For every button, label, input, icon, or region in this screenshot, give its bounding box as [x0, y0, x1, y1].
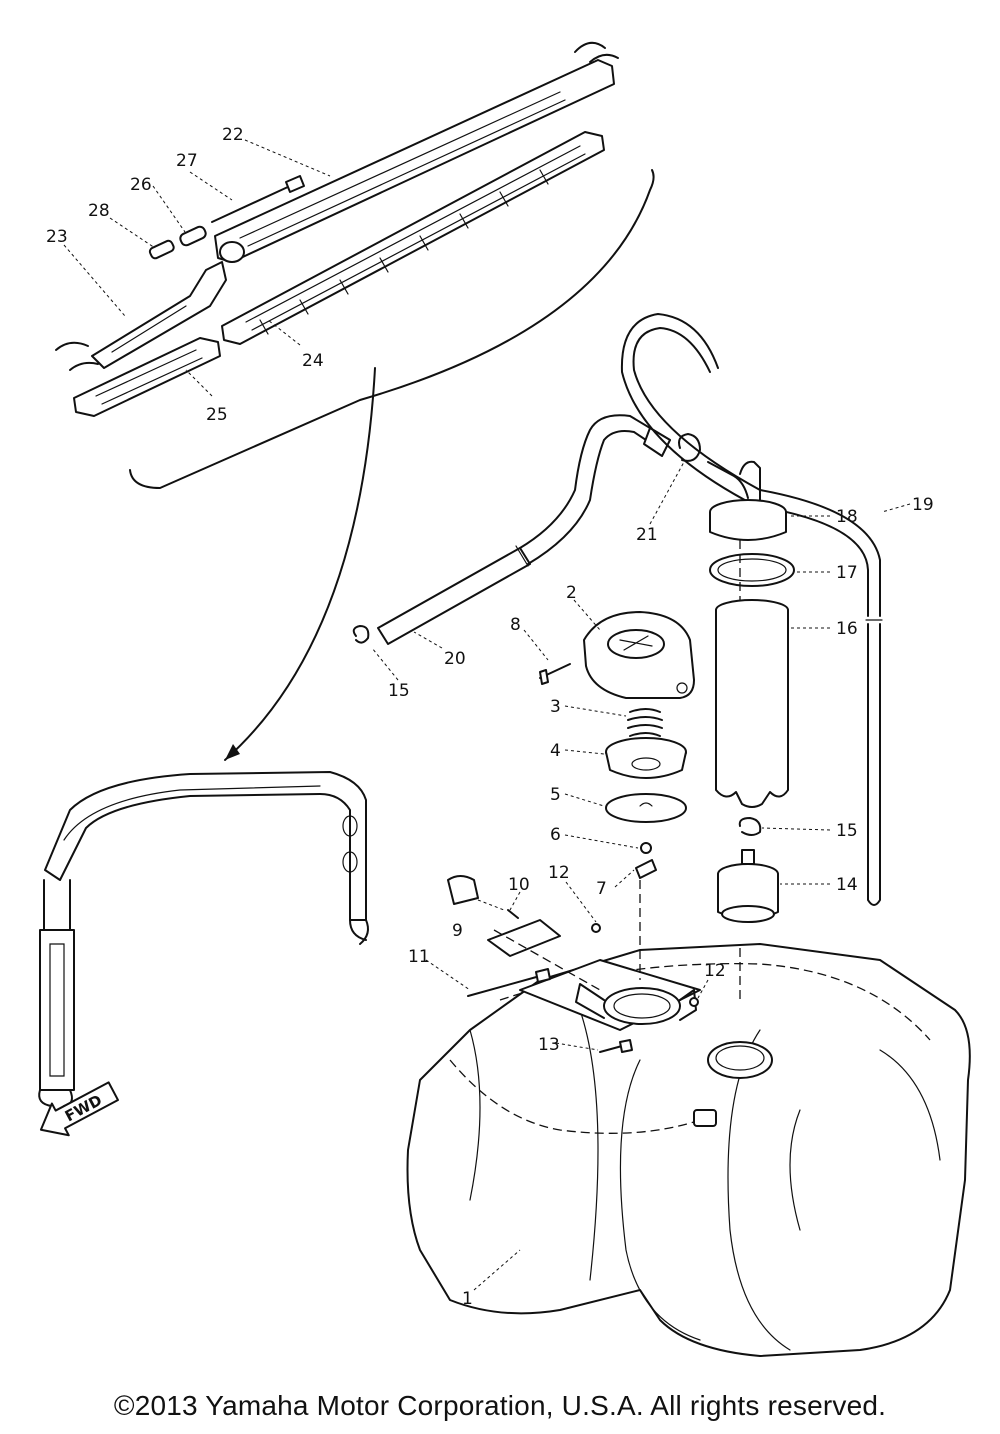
part-19-vent-hose: [620, 313, 883, 906]
callout-15a: 15: [388, 681, 410, 701]
part-24-strap-lower: [221, 131, 605, 345]
part-17-filter-ring: [709, 553, 795, 587]
part-23-strap-end: [55, 261, 227, 371]
callout-6: 6: [550, 825, 561, 845]
callout-9: 9: [452, 921, 463, 941]
part-4-cap-base: [605, 737, 687, 779]
part-27-bolt: [211, 175, 305, 223]
callout-28: 28: [88, 201, 110, 221]
part-15-clamp-a: [352, 625, 370, 644]
detail-arrow: [224, 367, 376, 761]
callout-24: 24: [302, 351, 324, 371]
callout-2: 2: [566, 583, 577, 603]
callout-25: 25: [206, 405, 228, 425]
callout-12a: 12: [548, 863, 570, 883]
callout-23: 23: [46, 227, 68, 247]
callout-13: 13: [538, 1035, 560, 1055]
inset-panel: [129, 169, 655, 489]
callout-5: 5: [550, 785, 561, 805]
callout-4: 4: [550, 741, 561, 761]
part-16-filter-body: [715, 540, 789, 808]
callout-22: 22: [222, 125, 244, 145]
part-11-bolt: [467, 968, 551, 997]
part-25-strap-short: [73, 337, 221, 417]
part-2-fuel-cap: [583, 611, 695, 699]
part-9-bracket: [447, 875, 479, 905]
callout-17: 17: [836, 563, 858, 583]
callout-8: 8: [510, 615, 521, 635]
part-12-nut-a: [591, 923, 601, 933]
callout-18: 18: [836, 507, 858, 527]
part-22-strap-upper: [214, 41, 619, 263]
callout-15b: 15: [836, 821, 858, 841]
callout-20: 20: [444, 649, 466, 669]
callout-14: 14: [836, 875, 858, 895]
part-21-clamp: [678, 433, 701, 462]
part-3-spring: [627, 708, 663, 737]
installed-strap-assembly: [38, 771, 369, 1107]
callout-11: 11: [408, 947, 430, 967]
gauge-mount-assembly: [487, 919, 701, 1031]
part-10-screw: [507, 909, 519, 919]
part-18-filter-cap: [707, 460, 787, 541]
part-14-filter-element: [717, 849, 779, 923]
part-5-gasket: [605, 793, 687, 823]
callout-3: 3: [550, 697, 561, 717]
callout-26: 26: [130, 175, 152, 195]
part-26-collar: [179, 225, 207, 247]
part-15-clamp-b: [738, 817, 762, 836]
copyright-notice: ©2013 Yamaha Motor Corporation, U.S.A. A…: [113, 1390, 887, 1421]
callout-10: 10: [508, 875, 530, 895]
part-6-ball: [640, 842, 652, 854]
part-20-hose: [377, 414, 671, 645]
callout-1: 1: [462, 1289, 473, 1309]
callout-7: 7: [596, 879, 607, 899]
part-12-nut-b: [689, 997, 699, 1007]
part-1-fuel-tank: [406, 943, 971, 1357]
part-28-nut: [148, 239, 175, 260]
callout-16: 16: [836, 619, 858, 639]
callout-12b: 12: [704, 961, 726, 981]
part-13-screw: [599, 1039, 633, 1053]
callout-19: 19: [912, 495, 934, 515]
part-8-pin: [539, 663, 571, 685]
part-7-valve: [635, 859, 657, 879]
callout-27: 27: [176, 151, 198, 171]
callout-21: 21: [636, 525, 658, 545]
callout-leaders: [63, 139, 911, 1291]
